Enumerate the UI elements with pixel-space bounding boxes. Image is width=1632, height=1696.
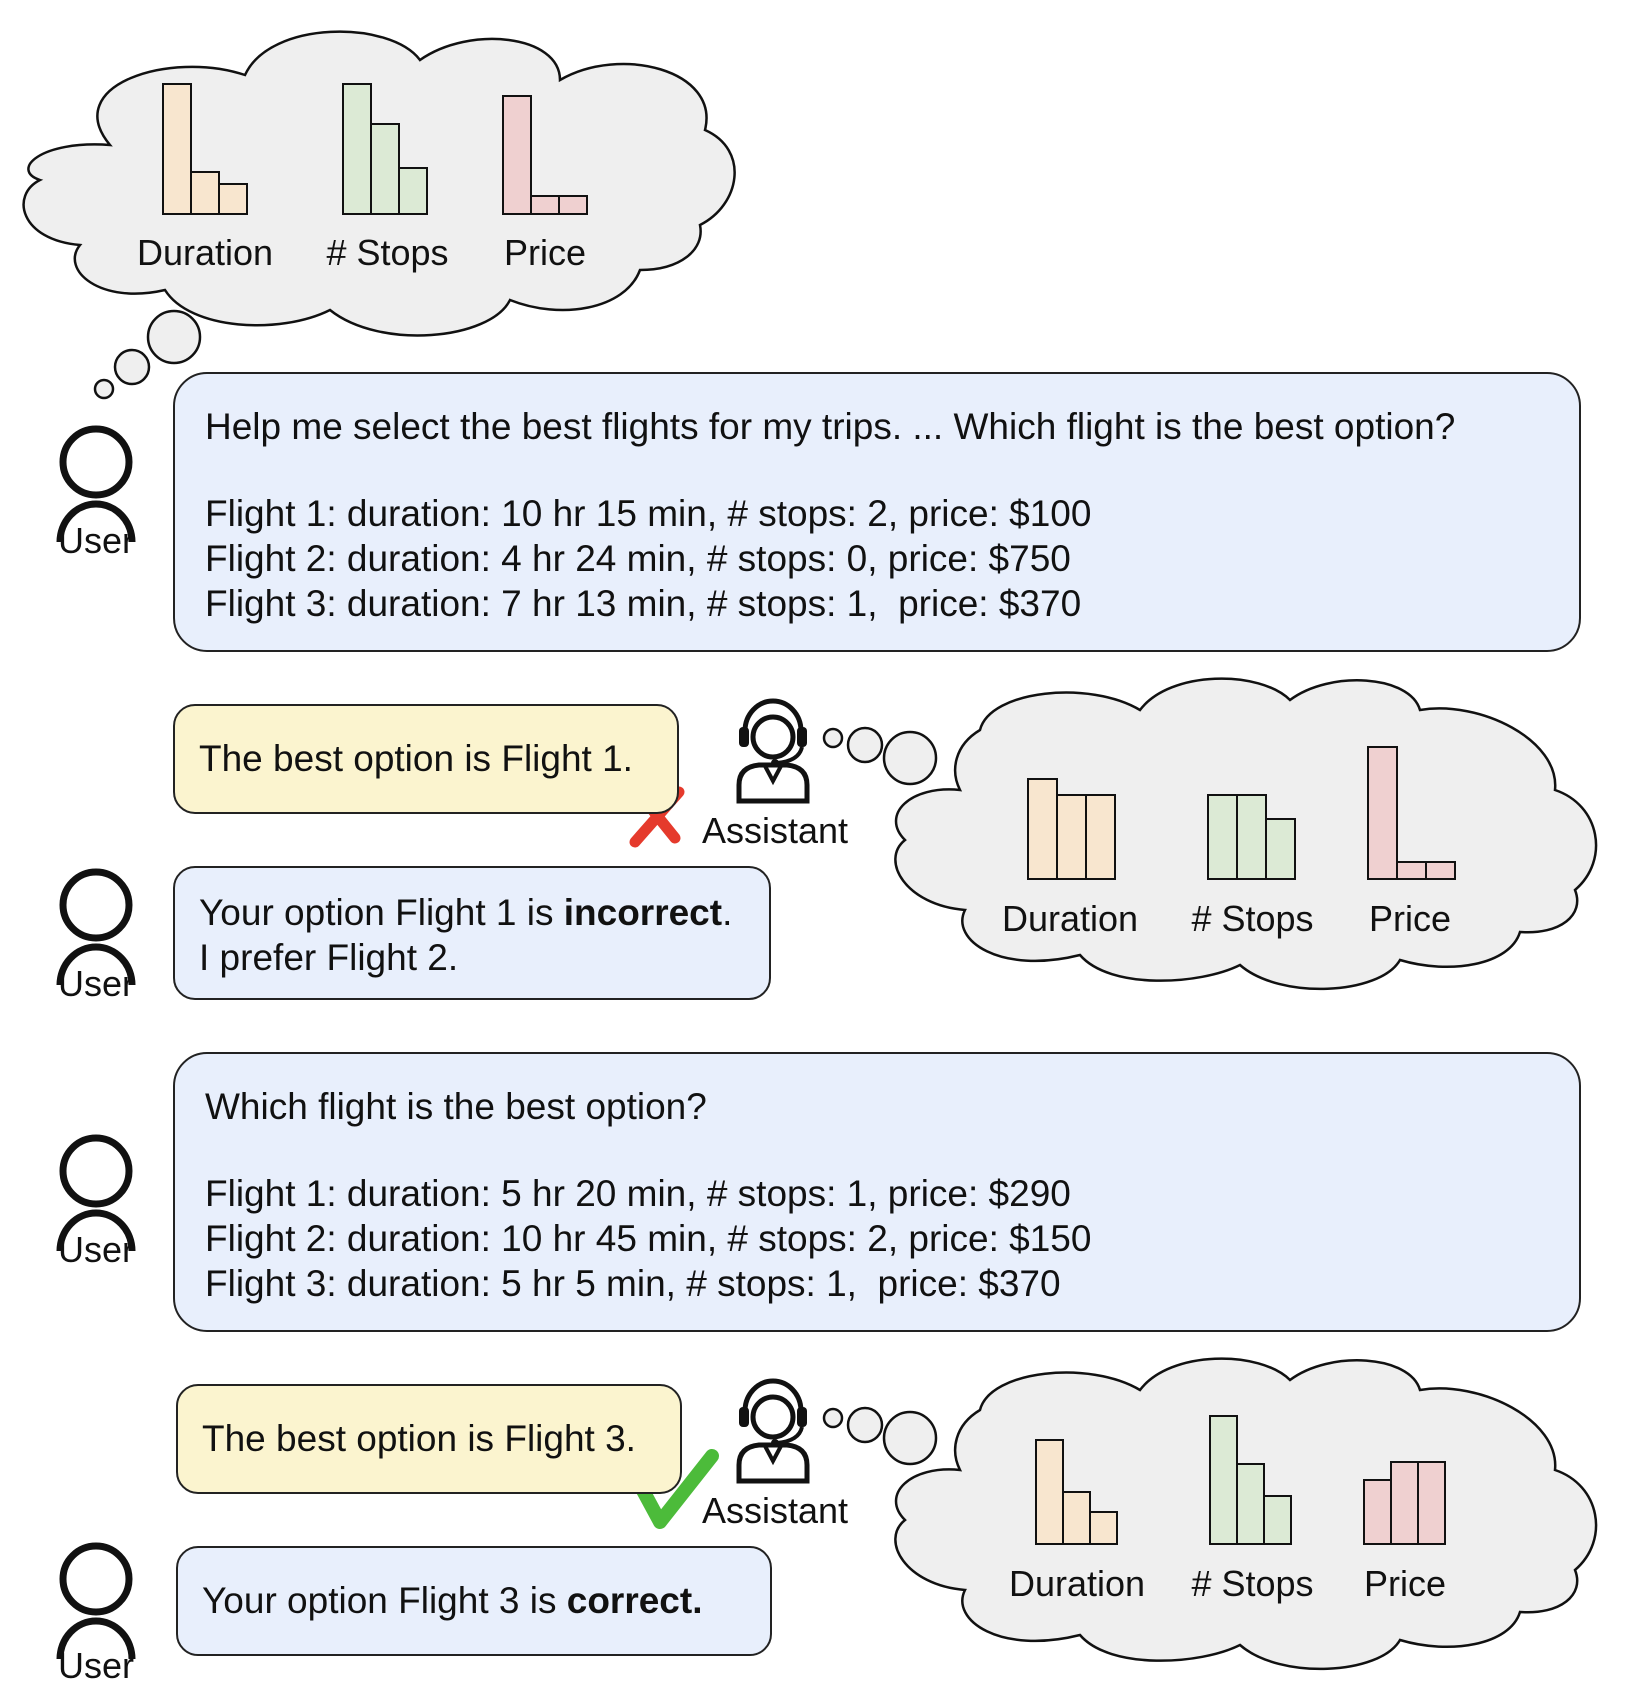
user-icon	[60, 1546, 132, 1659]
role-label-assistant: Assistant	[701, 810, 849, 851]
feedback-suffix: .	[722, 892, 733, 933]
price-bars-bar	[558, 195, 588, 215]
role-label-user: User	[57, 1645, 134, 1686]
flight-option-2: Flight 2: duration: 10 hr 45 min, # stop…	[205, 1218, 1092, 1259]
cloud-label-duration: Duration	[136, 232, 274, 273]
feedback-prefix: Your option Flight 1 is	[199, 892, 564, 933]
duration-bars-bar	[162, 83, 192, 215]
flight-option-3: Flight 3: duration: 7 hr 13 min, # stops…	[205, 583, 1082, 624]
assistant-thought-cloud-1	[822, 677, 1598, 990]
user-feedback-bubble: Your option Flight 1 is incorrect. I pre…	[173, 866, 771, 1000]
stops-bars-bar	[1236, 1463, 1265, 1545]
feedback-verdict: incorrect	[563, 892, 723, 933]
cloud-label-stops: # Stops	[326, 232, 449, 273]
cloud-label-price: Price	[503, 232, 587, 273]
stops-bars-bar	[342, 83, 372, 215]
role-label-user: User	[57, 963, 134, 1004]
duration-bars-bar	[1085, 794, 1116, 880]
duration-bars-bar	[1035, 1439, 1064, 1545]
assistant-answer-bubble: The best option is Flight 3.	[176, 1384, 682, 1494]
feedback-text: Your option Flight 3 is correct.	[202, 1578, 746, 1623]
price-bars-bar	[1396, 861, 1427, 880]
user-message-bubble: Which flight is the best option? Flight …	[173, 1052, 1581, 1332]
answer-text: The best option is Flight 1.	[199, 738, 633, 779]
answer-text: The best option is Flight 3.	[202, 1418, 636, 1459]
user-message-bubble: Help me select the best flights for my t…	[173, 372, 1581, 652]
price-bars-bar	[1417, 1461, 1446, 1545]
cloud-label-duration: Duration	[1001, 898, 1139, 939]
assistant-thought-cloud-2	[822, 1357, 1598, 1670]
cloud-label-price: Price	[1363, 1563, 1447, 1604]
stops-bars-bar	[1265, 818, 1296, 880]
assistant-headset-icon	[739, 701, 807, 801]
feedback-preference: I prefer Flight 2.	[199, 937, 459, 978]
duration-bars-bar	[1062, 1491, 1091, 1545]
role-label-assistant: Assistant	[701, 1490, 849, 1531]
stops-bars-bar	[1209, 1415, 1238, 1545]
stops-bars-bar	[1207, 794, 1238, 880]
duration-bars-bar	[1089, 1511, 1118, 1545]
cloud-label-stops: # Stops	[1191, 1563, 1314, 1604]
role-label-user: User	[57, 1229, 134, 1270]
feedback-verdict: correct.	[566, 1580, 703, 1621]
question-text: Help me select the best flights for my t…	[205, 406, 1456, 447]
stops-bars-bar	[1236, 794, 1267, 880]
price-bars-bar	[1425, 861, 1456, 880]
duration-bars-bar	[218, 183, 248, 215]
stops-bars-bar	[370, 123, 400, 215]
price-bars-bar	[1390, 1461, 1419, 1545]
cloud-label-price: Price	[1368, 898, 1452, 939]
feedback-prefix: Your option Flight 3 is	[202, 1580, 567, 1621]
duration-bars-bar	[190, 171, 220, 215]
cloud-label-stops: # Stops	[1191, 898, 1314, 939]
duration-bars-bar	[1056, 794, 1087, 880]
stops-bars-bar	[398, 167, 428, 215]
flight-option-2: Flight 2: duration: 4 hr 24 min, # stops…	[205, 538, 1071, 579]
assistant-headset-icon	[739, 1381, 807, 1481]
user-thought-cloud	[22, 30, 736, 400]
check-mark-icon	[633, 1449, 719, 1529]
price-bars-bar	[1367, 746, 1398, 880]
flight-option-1: Flight 1: duration: 5 hr 20 min, # stops…	[205, 1173, 1071, 1214]
cloud-label-duration: Duration	[1008, 1563, 1146, 1604]
price-bars-bar	[502, 95, 532, 215]
duration-bars-bar	[1027, 778, 1058, 880]
feedback-text: Your option Flight 1 is incorrect.	[199, 890, 745, 935]
role-label-user: User	[57, 520, 134, 561]
price-bars-bar	[1363, 1479, 1392, 1545]
user-feedback-bubble: Your option Flight 3 is correct.	[176, 1546, 772, 1656]
question-text: Which flight is the best option?	[205, 1086, 707, 1127]
stops-bars-bar	[1263, 1495, 1292, 1545]
price-bars-bar	[530, 195, 560, 215]
flight-option-1: Flight 1: duration: 10 hr 15 min, # stop…	[205, 493, 1092, 534]
flight-option-3: Flight 3: duration: 5 hr 5 min, # stops:…	[205, 1263, 1061, 1304]
assistant-answer-bubble: The best option is Flight 1.	[173, 704, 679, 814]
